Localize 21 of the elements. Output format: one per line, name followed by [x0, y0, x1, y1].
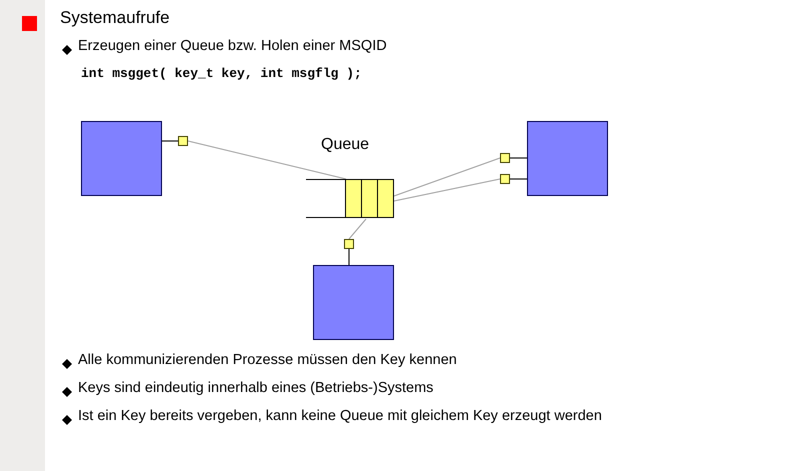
- connector-line: [510, 178, 528, 180]
- port-square: [344, 239, 354, 249]
- bullet-text: Keys sind eindeutig innerhalb eines (Betriebs-)Systems: [78, 379, 434, 398]
- process-box: [527, 121, 608, 196]
- bullet-text: Alle kommunizierenden Prozesse müssen den Key kennen: [78, 351, 458, 370]
- port-square: [500, 174, 510, 184]
- port-square: [178, 136, 188, 146]
- connector-line: [348, 248, 350, 266]
- bullet-text: Erzeugen einer Queue bzw. Holen einer MSQID: [78, 37, 388, 56]
- code-line: int msgget( key_t key, int msgflg );: [81, 66, 362, 81]
- connector-line: [394, 178, 500, 202]
- process-box: [81, 121, 162, 196]
- port-square: [500, 153, 510, 163]
- connector-line: [188, 140, 346, 180]
- queue-label: Queue: [321, 136, 370, 154]
- connector-line: [348, 218, 366, 240]
- bullet-text: Ist ein Key bereits vergeben, kann keine Queue mit gleichem Key erzeugt werden: [78, 407, 603, 426]
- process-box: [313, 265, 394, 340]
- connector-line: [394, 158, 500, 196]
- connector-line: [162, 140, 178, 142]
- slide-title: Systemaufrufe: [60, 8, 170, 28]
